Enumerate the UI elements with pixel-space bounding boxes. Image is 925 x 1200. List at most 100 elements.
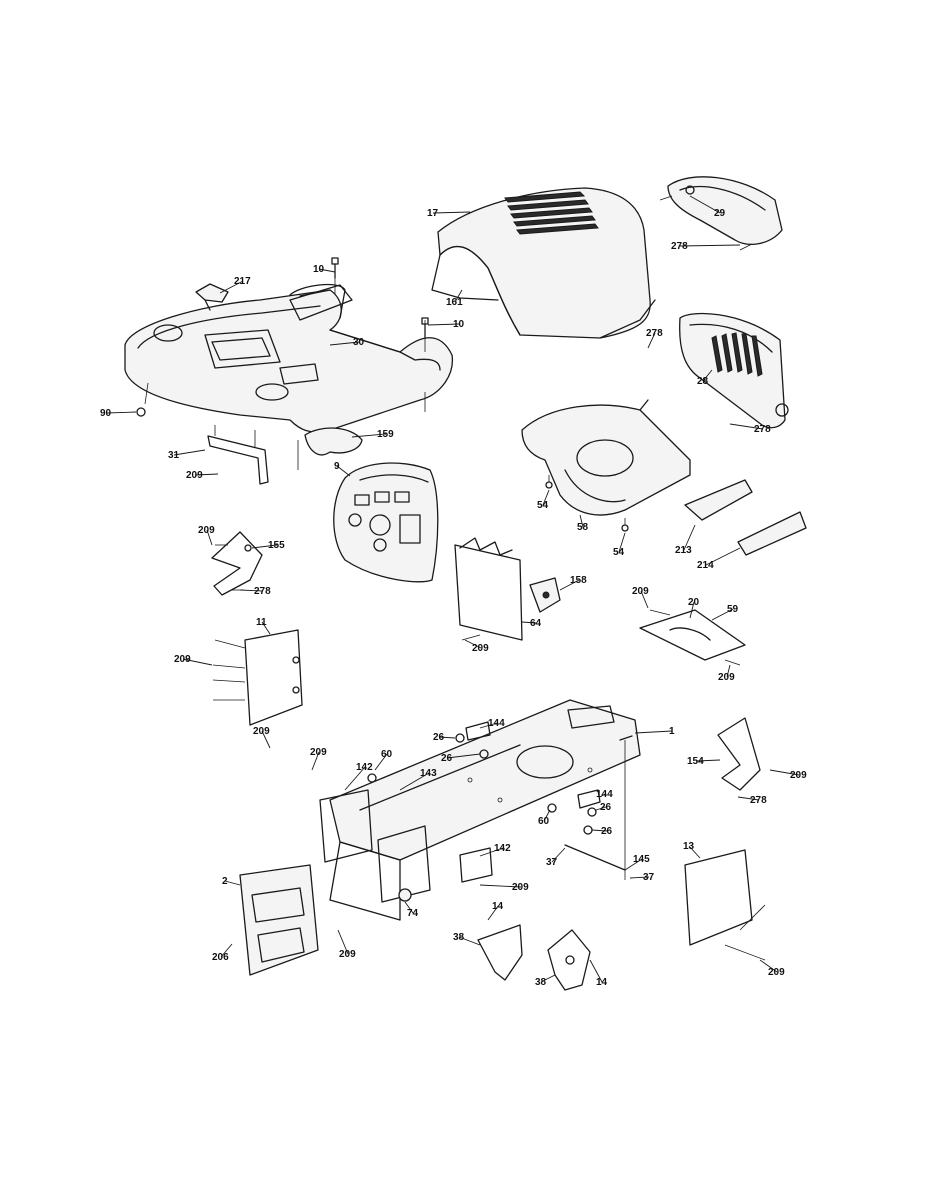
leader-line-10 (318, 268, 336, 273)
callout-209: 209 (310, 747, 327, 758)
leader-line-38 (540, 974, 556, 983)
callout-74: 74 (407, 908, 419, 919)
leader-line-144 (599, 793, 606, 798)
hood-vent-slots (504, 191, 599, 235)
leader-line-145 (624, 858, 643, 871)
callout-60: 60 (538, 816, 550, 827)
callout-158: 158 (570, 575, 587, 586)
bracket-154-part (717, 717, 761, 791)
callout-26: 26 (433, 732, 445, 743)
leader-line-144 (479, 722, 498, 729)
callout-26: 26 (600, 802, 612, 813)
leader-line-26 (591, 829, 608, 832)
leader-line-209 (311, 751, 320, 771)
spacer-74 (398, 888, 412, 902)
clip-144b (577, 789, 601, 809)
leader-line-213 (683, 524, 696, 551)
callout-278: 278 (750, 795, 767, 806)
callout-209: 209 (632, 586, 649, 597)
leader-line-10 (427, 323, 460, 326)
bracket-11-part (212, 629, 303, 726)
callout-2: 2 (222, 876, 228, 887)
leader-line-37 (629, 876, 650, 879)
callout-29: 29 (714, 208, 726, 219)
leader-line-161 (454, 289, 463, 303)
leader-line-54 (542, 489, 550, 506)
bolt-10b (421, 317, 429, 339)
callout-278: 278 (254, 586, 271, 597)
callout-155: 155 (268, 540, 285, 551)
leader-line-209 (182, 658, 213, 666)
callout-159: 159 (377, 429, 394, 440)
fuel-cap-part (195, 283, 229, 311)
nut-26d (583, 825, 593, 835)
callout-209: 209 (174, 654, 191, 665)
callout-213: 213 (675, 545, 692, 556)
leader-line-209 (769, 769, 800, 776)
leader-line-11 (261, 621, 271, 635)
side-plate-142a (319, 789, 373, 863)
leader-line-17 (432, 211, 471, 214)
panel-213-part (684, 479, 753, 521)
callout-10: 10 (313, 264, 325, 275)
callout-142: 142 (494, 843, 511, 854)
bracket-38b (547, 929, 591, 991)
callout-10: 10 (453, 319, 465, 330)
callout-14: 14 (492, 901, 504, 912)
front-bumper-part (239, 864, 319, 976)
callout-161: 161 (446, 297, 463, 308)
bracket-13-part (684, 849, 766, 961)
callout-209: 209 (512, 882, 529, 893)
callout-144: 144 (596, 789, 613, 800)
rod-145-part (564, 740, 626, 880)
leader-line-26 (446, 753, 481, 759)
callout-58: 58 (577, 522, 589, 533)
leader-line-278 (729, 423, 764, 430)
grille-part (679, 312, 789, 429)
leader-line-142 (479, 847, 504, 857)
callout-209: 209 (253, 726, 270, 737)
nut-26c (587, 807, 597, 817)
callout-11: 11 (256, 617, 267, 628)
headlight-lens-part (659, 176, 783, 251)
latch-158-part (529, 577, 561, 613)
screw-54a (545, 475, 553, 489)
hood-part (431, 187, 656, 339)
callout-209: 209 (198, 525, 215, 536)
clip-144a (465, 721, 491, 741)
callout-209: 209 (768, 967, 785, 978)
callout-278: 278 (646, 328, 663, 339)
leader-line-31 (173, 449, 206, 456)
callout-31: 31 (168, 450, 180, 461)
leader-line-209 (726, 664, 731, 678)
callout-154: 154 (687, 756, 704, 767)
leader-line-60 (543, 809, 551, 822)
leader-line-217 (219, 280, 244, 294)
callout-38: 38 (535, 977, 547, 988)
callout-54: 54 (613, 547, 625, 558)
leader-line-278 (239, 589, 264, 592)
callout-214: 214 (697, 560, 714, 571)
leader-line-90 (105, 411, 137, 414)
leader-line-2 (224, 880, 241, 886)
panel-214-part (737, 511, 807, 556)
leader-line-206 (220, 943, 233, 958)
callout-143: 143 (420, 768, 437, 779)
callout-278: 278 (671, 241, 688, 252)
leader-line-155 (251, 544, 278, 549)
leader-line-142 (344, 766, 366, 791)
leader-line-38 (458, 936, 481, 946)
leader-line-209 (640, 590, 649, 609)
leader-line-278 (647, 332, 656, 349)
grille-slots (711, 332, 763, 377)
leader-line-1 (634, 730, 673, 734)
callout-60: 60 (381, 749, 393, 760)
callout-14: 14 (596, 977, 608, 988)
main-frame-part (329, 699, 641, 921)
callout-17: 17 (427, 208, 439, 219)
leader-line-209 (194, 473, 219, 476)
callout-54: 54 (537, 500, 549, 511)
bracket-38a (477, 924, 523, 981)
leader-line-20 (689, 601, 695, 619)
callout-209: 209 (472, 643, 489, 654)
